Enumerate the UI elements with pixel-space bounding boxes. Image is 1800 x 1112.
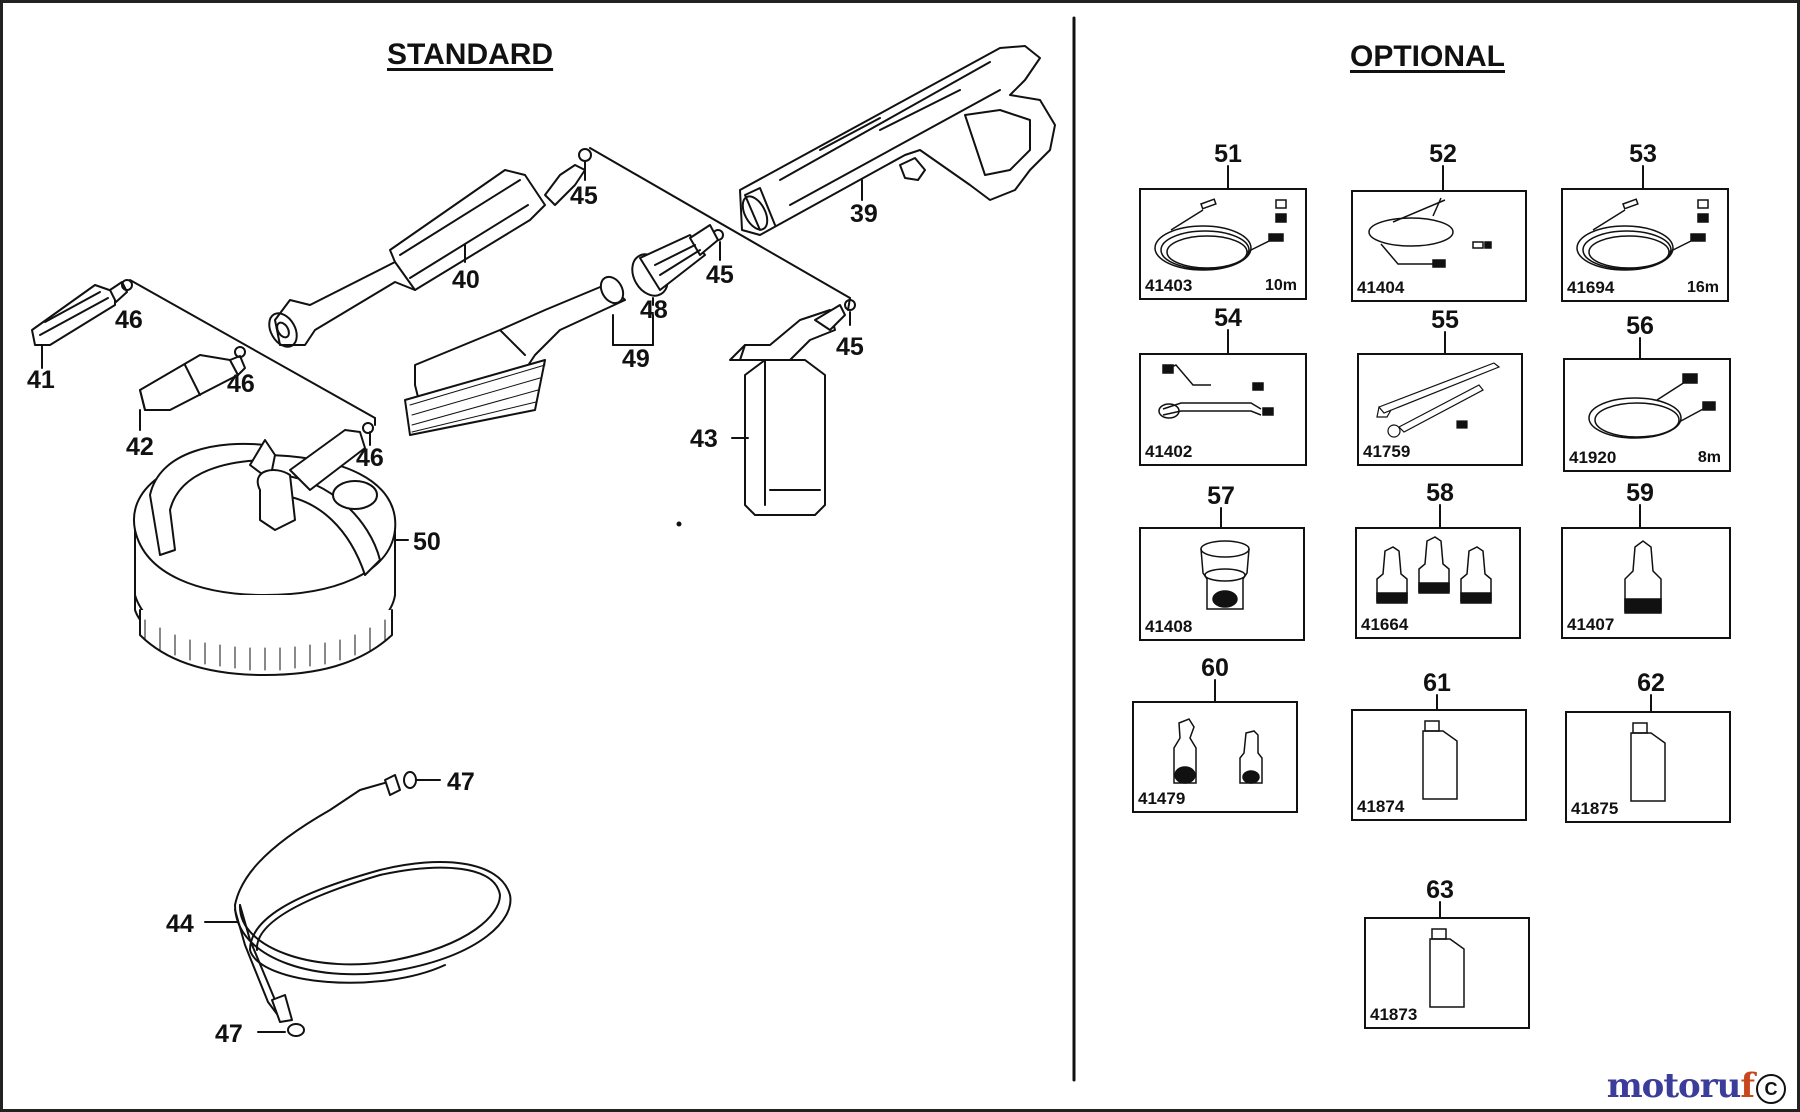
callout-46-c: 46 <box>356 444 384 472</box>
part-code-41403: 41403 <box>1145 276 1193 295</box>
part-code-41404: 41404 <box>1357 278 1405 297</box>
optional-section-title: OPTIONAL <box>1350 40 1505 73</box>
optional-num-61: 61 <box>1423 669 1451 697</box>
optional-item-62: 41875 <box>1565 711 1731 823</box>
optional-item-58: 41664 <box>1355 527 1521 639</box>
part-code-41920: 41920 <box>1569 448 1617 467</box>
part-code-41402: 41402 <box>1145 442 1193 461</box>
standard-section-title: STANDARD <box>387 38 554 71</box>
optional-item-56: 41920 8m <box>1563 358 1731 472</box>
pipe-cleaner-icon <box>1376 362 1501 438</box>
optional-num-62: 62 <box>1637 669 1665 697</box>
part-code-41873: 41873 <box>1370 1005 1418 1024</box>
part-code-41664: 41664 <box>1361 615 1409 634</box>
spray-gun-drawing <box>739 45 1056 236</box>
part-code-41875: 41875 <box>1571 799 1619 818</box>
lance-kit-icon <box>1158 364 1274 419</box>
callout-45-a: 45 <box>570 182 598 210</box>
optional-num-60: 60 <box>1201 654 1229 682</box>
optional-item-55: 41759 <box>1357 353 1523 466</box>
hose-coil-icon <box>1154 198 1287 271</box>
part-length-56: 8m <box>1697 449 1721 466</box>
o-ring-46b <box>234 346 246 358</box>
callout-46-b: 46 <box>227 370 255 398</box>
part-code-41407: 41407 <box>1567 615 1615 634</box>
o-ring-47b <box>287 1023 305 1037</box>
callout-42: 42 <box>126 433 154 461</box>
bottle-icon <box>1630 722 1666 802</box>
connector-icon <box>1200 540 1250 610</box>
optional-item-59: 41407 <box>1561 527 1731 639</box>
watermark-logo: motoruf <box>1606 1066 1755 1106</box>
optional-item-57: 41408 <box>1139 527 1305 641</box>
drain-hose-icon <box>1368 197 1492 268</box>
callout-45-c: 45 <box>836 333 864 361</box>
o-ring-47a <box>403 771 417 789</box>
callout-50: 50 <box>413 528 441 556</box>
optional-num-63: 63 <box>1426 876 1454 904</box>
part-code-41759: 41759 <box>1363 442 1411 461</box>
optional-item-51: 41403 10m <box>1139 188 1307 300</box>
brush-drawing <box>404 275 626 436</box>
o-ring-46c <box>362 422 374 434</box>
o-ring-45c <box>844 299 856 311</box>
optional-num-58: 58 <box>1426 479 1454 507</box>
high-pressure-hose-drawing <box>234 774 512 1023</box>
adapter-set-icon <box>1173 718 1263 784</box>
callout-45-b: 45 <box>706 261 734 289</box>
adapter-drawing <box>631 224 719 297</box>
optional-num-51: 51 <box>1214 140 1242 168</box>
part-length-53: 16m <box>1686 279 1719 296</box>
optional-item-52: 41404 <box>1351 190 1527 302</box>
callout-47-b: 47 <box>215 1020 243 1048</box>
patio-cleaner-drawing <box>132 429 397 676</box>
copyright-mark: C <box>1756 1074 1786 1104</box>
nozzle-set-icon <box>1376 536 1492 604</box>
nozzle-icon <box>1624 540 1662 614</box>
lance-drawing <box>268 164 586 348</box>
callout-47-a: 47 <box>447 768 475 796</box>
callout-48: 48 <box>640 296 668 324</box>
optional-num-59: 59 <box>1626 479 1654 507</box>
optional-num-55: 55 <box>1431 306 1459 334</box>
callout-49: 49 <box>622 345 650 373</box>
optional-item-60: 41479 <box>1132 701 1298 813</box>
part-code-41874: 41874 <box>1357 797 1405 816</box>
optional-item-61: 41874 <box>1351 709 1527 821</box>
foam-bottle-drawing <box>729 304 846 516</box>
part-code-41479: 41479 <box>1138 789 1186 808</box>
optional-num-53: 53 <box>1629 140 1657 168</box>
hose-coil-icon <box>1576 198 1709 271</box>
part-code-41408: 41408 <box>1145 617 1193 636</box>
optional-num-54: 54 <box>1214 304 1242 332</box>
part-length-51: 10m <box>1264 277 1297 294</box>
callout-41: 41 <box>27 366 55 394</box>
callout-40: 40 <box>452 266 480 294</box>
optional-item-54: 41402 <box>1139 353 1307 466</box>
rotary-nozzle-drawing <box>31 281 128 346</box>
optional-leader-lines <box>1214 165 1652 918</box>
callout-43: 43 <box>690 425 718 453</box>
part-code-41694: 41694 <box>1567 278 1615 297</box>
optional-item-53: 41694 16m <box>1561 188 1729 302</box>
optional-num-56: 56 <box>1626 312 1654 340</box>
vario-nozzle-drawing <box>139 354 246 411</box>
o-ring-45a <box>578 148 592 162</box>
o-ring-46a <box>121 279 133 291</box>
optional-num-52: 52 <box>1429 140 1457 168</box>
bottle-icon <box>1429 928 1465 1008</box>
bottle-icon <box>1422 720 1458 800</box>
callout-46-a: 46 <box>115 306 143 334</box>
hose-coil-icon <box>1588 373 1716 439</box>
callout-39: 39 <box>850 200 878 228</box>
optional-num-57: 57 <box>1207 482 1235 510</box>
optional-item-63: 41873 <box>1364 917 1530 1029</box>
callout-44: 44 <box>166 910 194 938</box>
